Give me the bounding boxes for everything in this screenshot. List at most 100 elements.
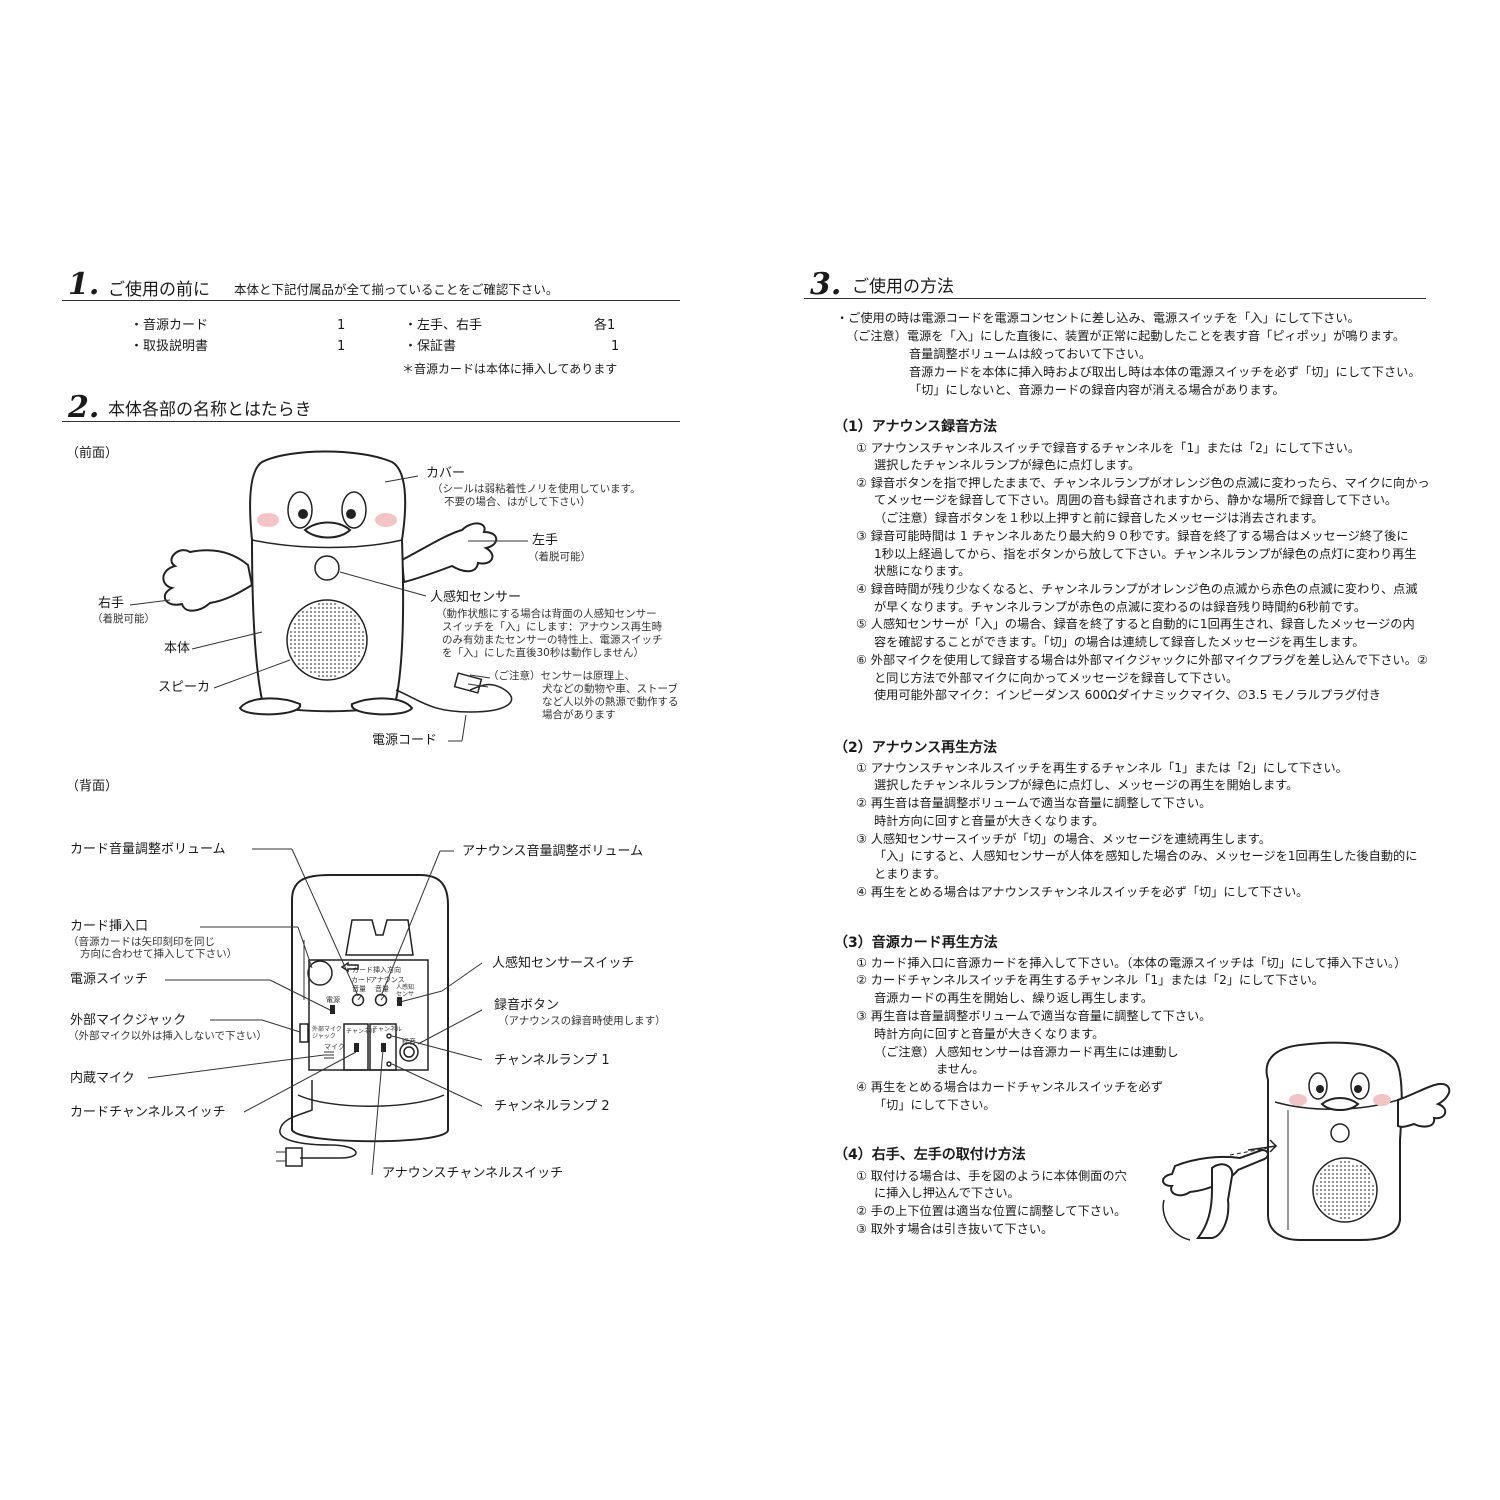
label-caution: 場合があります bbox=[542, 709, 616, 721]
section-3-title: ご使用の方法 bbox=[852, 277, 954, 297]
label-sensor-note: （動作状態にする場合は背面の人感知センサー bbox=[436, 608, 657, 620]
back-view-heading: （背面） bbox=[66, 779, 119, 794]
label-card-slot: カード挿入口 bbox=[70, 919, 149, 934]
subsection-2-title: （2）アナウンス再生方法 bbox=[834, 740, 998, 756]
step-line: ① 取付ける場合は、手を図のように本体側面の穴 bbox=[856, 1169, 1127, 1183]
step-line: ません。 bbox=[936, 1062, 985, 1076]
label-power-cord: 電源コード bbox=[372, 733, 438, 748]
accessory-item: ・左手、右手 bbox=[404, 318, 483, 333]
accessory-item: ・取扱説明書 bbox=[130, 339, 209, 354]
accessory-item: ・保証書 bbox=[404, 339, 457, 354]
step-line: ③ 再生音は音量調整ボリュームで適当な音量に調整して下さい。 bbox=[856, 1009, 1212, 1023]
intro-line: 音源カードを本体に挿入時および取出し時は本体の電源スイッチを必ず「切」にして下さ… bbox=[909, 365, 1421, 379]
intro-line: 音量調整ボリュームは絞っておいて下さい。 bbox=[909, 347, 1152, 361]
section-3-number: 3. bbox=[810, 267, 842, 302]
step-line: 使用可能外部マイク：インピーダンス 600Ωダイナミックマイク、∅3.5 モノラ… bbox=[874, 688, 1381, 702]
label-card-slot-note: 方向に合わせて挿入して下さい） bbox=[80, 948, 238, 960]
step-line: が早くなります。チャンネルランプが赤色の点滅に変わるのは録音残り時間約6秒前です… bbox=[874, 600, 1367, 614]
label-ext-mic-jack: 外部マイクジャック bbox=[70, 1013, 187, 1028]
step-line: ② 録音ボタンを指で押したままで、チャンネルランプがオレンジ色の点滅に変わったら… bbox=[856, 476, 1430, 490]
label-caution: 犬などの動物や車、ストーブ bbox=[542, 683, 678, 695]
step-line: 選択したチャンネルランプが緑色に点灯し、メッセージの再生を開始します。 bbox=[874, 778, 1299, 792]
panel-mic: マイク bbox=[324, 1043, 345, 1051]
subsection-1-title: （1）アナウンス録音方法 bbox=[834, 419, 998, 435]
step-line: ④ 再生をとめる場合はアナウンスチャンネルスイッチを必ず「切」にして下さい。 bbox=[856, 885, 1309, 899]
step-line: 「切」にして下さい。 bbox=[874, 1098, 996, 1112]
label-left-hand: 左手 bbox=[532, 533, 559, 548]
label-card-volume: カード音量調整ボリューム bbox=[70, 842, 226, 857]
section-2-rule bbox=[62, 421, 680, 422]
accessory-item: ・音源カード bbox=[130, 318, 209, 333]
label-channel-lamp-1: チャンネルランプ 1 bbox=[494, 1053, 610, 1068]
subsection-4-title: （4）右手、左手の取付け方法 bbox=[834, 1147, 1026, 1163]
label-body: 本体 bbox=[164, 641, 191, 656]
panel-jack: 外部マイクジャック bbox=[312, 1026, 342, 1040]
step-line: と同じ方法で外部マイクに向かってメッセージを録音して下さい。 bbox=[874, 671, 1239, 685]
label-announce-channel-switch: アナウンスチャンネルスイッチ bbox=[382, 1166, 564, 1181]
label-cover-note: 不要の場合、はがして下さい） bbox=[444, 496, 591, 508]
label-sensor-switch: 人感知センサースイッチ bbox=[492, 956, 635, 971]
step-line: に挿入し押込んで下さい。 bbox=[874, 1186, 1020, 1200]
label-power-switch: 電源スイッチ bbox=[70, 972, 149, 987]
label-left-hand-note: （着脱可能） bbox=[528, 551, 591, 563]
panel-volume-card: 音量 bbox=[352, 985, 366, 993]
step-line: ④ 録音時間が残り少なくなると、チャンネルランプがオレンジ色の点滅から赤色の点滅… bbox=[856, 582, 1418, 596]
label-internal-mic: 内蔵マイク bbox=[70, 1071, 135, 1086]
step-line: 時計方向に回すと音量が大きくなります。 bbox=[874, 814, 1105, 828]
step-line: ⑥ 外部マイクを使用して録音する場合は外部マイクジャックに外部マイクプラグを差し… bbox=[856, 653, 1428, 667]
step-line: ⑤ 人感知センサーが「入」の場合、録音を終了すると自動的に1回再生され、録音した… bbox=[856, 617, 1415, 631]
step-line: （ご注意）録音ボタンを１秒以上押すと前に録音したメッセージは消去されます。 bbox=[874, 511, 1324, 525]
accessory-footnote: ＊音源カードは本体に挿入してあります bbox=[402, 362, 618, 376]
accessory-qty: 1 bbox=[611, 339, 620, 354]
label-right-hand: 右手 bbox=[98, 596, 125, 611]
step-line: とまります。 bbox=[874, 867, 946, 881]
step-line: ① アナウンスチャンネルスイッチで録音するチャンネルを「1」または「2」にして下… bbox=[856, 441, 1361, 455]
step-line: 状態になります。 bbox=[874, 564, 971, 578]
panel-rec: 録音 bbox=[402, 1038, 416, 1046]
label-channel-lamp-2: チャンネルランプ 2 bbox=[494, 1099, 610, 1114]
step-line: ② カードチャンネルスイッチを再生するチャンネル「1」または「2」にして下さい。 bbox=[856, 973, 1324, 987]
label-right-hand-note: （着脱可能） bbox=[92, 613, 155, 625]
step-line: 「入」にすると、人感知センサーが人体を感知した場合のみ、メッセージを1回再生した… bbox=[874, 849, 1418, 863]
step-line: 選択したチャンネルランプが緑色に点灯します。 bbox=[874, 458, 1141, 472]
panel-channel-card: チャンネル bbox=[346, 1028, 376, 1035]
step-line: 音源カードの再生を開始し、繰り返し再生します。 bbox=[874, 991, 1154, 1005]
label-cover-note: （シールは弱粘着性ノリを使用しています。 bbox=[432, 483, 641, 495]
intro-line: （ご注意）電源を「入」にした直後に、装置が正常に起動したことを表す音「ピィポッ」… bbox=[846, 329, 1406, 343]
section-3-rule bbox=[804, 298, 1426, 299]
section-1-rule bbox=[62, 300, 680, 301]
front-view-heading: （前面） bbox=[66, 446, 119, 461]
label-sensor-note: を「入」にした直後30秒は動作しません） bbox=[442, 647, 645, 659]
step-line: ③ 人感知センサースイッチが「切」の場合、メッセージを連続再生します。 bbox=[856, 832, 1271, 846]
step-line: ③ 取外す場合は引き抜いて下さい。 bbox=[856, 1222, 1054, 1236]
step-line: 容を確認することができます。「切」の場合は連続して録音したメッセージを再生します… bbox=[874, 635, 1365, 649]
panel-volume-announce: 音量 bbox=[375, 985, 389, 993]
step-line: ② 手の上下位置は適当な位置に調整して下さい。 bbox=[856, 1204, 1127, 1218]
step-line: ② 再生音は音量調整ボリュームで適当な音量に調整して下さい。 bbox=[856, 796, 1212, 810]
step-line: ③ 録音可能時間は 1 チャンネルあたり最大約９０秒です。録音を終了する場合はメ… bbox=[856, 529, 1409, 543]
step-line: ④ 再生をとめる場合はカードチャンネルスイッチを必ず bbox=[856, 1080, 1163, 1094]
intro-line: 「切」にしないと、音源カードの録音内容が消える場合があります。 bbox=[909, 383, 1285, 397]
panel-announce: アナウンス bbox=[370, 976, 405, 984]
section-1-note: 本体と下記付属品が全て揃っていることをご確認下さい。 bbox=[234, 282, 559, 297]
label-speaker: スピーカ bbox=[158, 680, 211, 695]
panel-sensor: 人感知センサー bbox=[396, 984, 415, 1005]
label-sensor-note: スイッチを「入」にします：アナウンス再生時 bbox=[442, 621, 663, 633]
step-line: （ご注意）人感知センサーは音源カード再生には連動し bbox=[874, 1045, 1179, 1059]
section-1-number: 1. bbox=[68, 267, 100, 302]
section-2-title: 本体各部の名称とはたらき bbox=[108, 400, 312, 420]
label-sensor-note: のみ有効またセンサーの特性上、電源スイッチ bbox=[442, 634, 663, 646]
label-rec-button: 録音ボタン bbox=[494, 998, 560, 1013]
accessory-qty: 1 bbox=[337, 318, 346, 333]
section-2-number: 2. bbox=[68, 390, 100, 425]
label-rec-button-note: （アナウンスの録音時使用します） bbox=[498, 1015, 666, 1027]
intro-line: ・ご使用の時は電源コードを電源コンセントに差し込み、電源スイッチを「入」にして下… bbox=[836, 311, 1360, 325]
accessory-qty: 1 bbox=[337, 339, 346, 354]
step-line: 時計方向に回すと音量が大きくなります。 bbox=[874, 1027, 1105, 1041]
panel-channel-announce: チャンネル bbox=[372, 1026, 402, 1033]
label-ext-mic-note: （外部マイク以外は挿入しないで下さい） bbox=[68, 1030, 267, 1042]
step-line: ① アナウンスチャンネルスイッチを再生するチャンネル「1」または「2」にして下さ… bbox=[856, 761, 1348, 775]
